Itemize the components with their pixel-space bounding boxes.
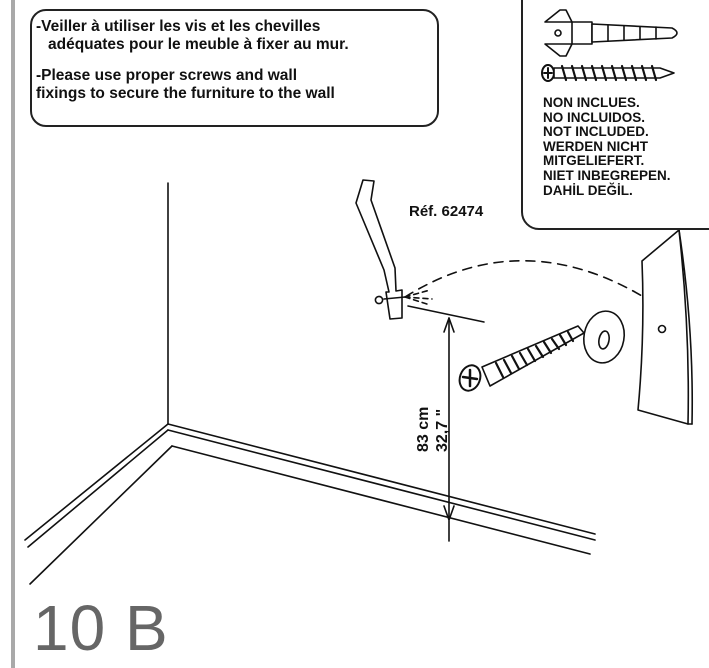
advice-en-line-1: -Please use proper screws and wall xyxy=(36,67,298,84)
not-included-en: NOT INCLUDED. xyxy=(543,124,649,140)
advice-en-line-2: fixings to secure the furniture to the w… xyxy=(36,85,335,102)
not-included-labels: NON INCLUES. NO INCLUIDOS. NOT INCLUDED.… xyxy=(543,95,671,198)
mounting-screw xyxy=(458,325,585,392)
advice-fr-line-1: -Veiller à utiliser les vis et les chevi… xyxy=(36,18,321,35)
not-included-de-2: MITGELIEFERT. xyxy=(543,153,645,169)
not-included-es: NO INCLUIDOS. xyxy=(543,109,646,125)
wall-bracket xyxy=(355,179,406,320)
swing-arc xyxy=(404,260,643,298)
not-included-nl: NIET INBEGREPEN. xyxy=(543,167,671,183)
height-dimension-line xyxy=(407,305,485,521)
height-imperial-label: 32,7 " xyxy=(434,408,451,452)
advice-fr-line-2: adéquates pour le meuble à fixer au mur. xyxy=(48,36,349,53)
height-metric-label: 83 cm xyxy=(415,406,432,452)
page-margin-bar xyxy=(11,0,15,668)
furniture-side-panel xyxy=(637,229,694,425)
wall-plug-icon xyxy=(544,9,678,57)
product-reference: Réf. 62474 xyxy=(409,203,484,220)
washer-icon xyxy=(582,310,626,364)
skirting-board xyxy=(24,423,596,585)
not-included-fr: NON INCLUES. xyxy=(543,95,640,110)
not-included-de-1: WERDEN NICHT xyxy=(543,138,648,154)
not-included-tr: DAHİL DEĞİL. xyxy=(543,182,633,198)
screw-icon xyxy=(541,64,675,82)
not-included-box xyxy=(521,0,709,230)
screw-advice-box xyxy=(30,9,439,127)
step-number: 10 B xyxy=(33,592,169,664)
